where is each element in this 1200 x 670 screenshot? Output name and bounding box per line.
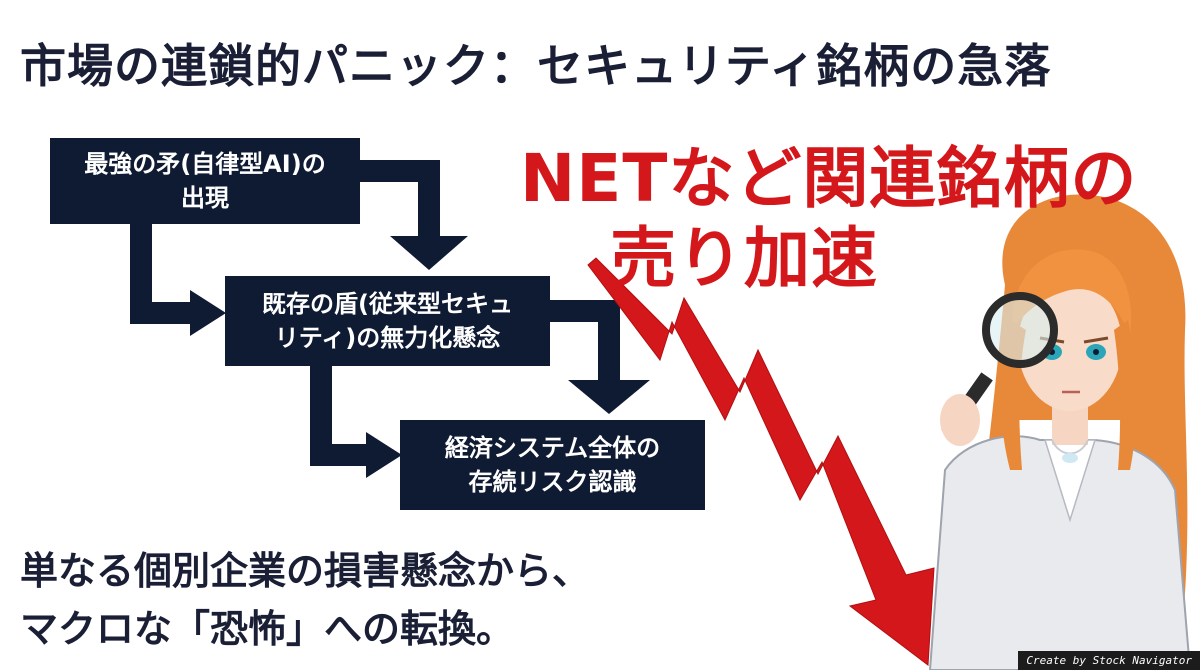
summary-line-2: マクロな「恐怖」への転換。 <box>20 607 515 651</box>
flow-step-2: 既存の盾(従来型セキュ リティ)の無力化懸念 <box>225 276 550 366</box>
callout-line-1: NETなど関連銘柄の <box>520 140 1138 217</box>
flow-step-1-line-2: 出現 <box>181 184 229 212</box>
flow-step-1: 最強の矛(自律型AI)の 出現 <box>50 138 360 224</box>
downtrend-arrow <box>587 257 935 666</box>
connector-arrow-3 <box>550 300 650 414</box>
woman-illustration <box>928 194 1192 670</box>
flow-step-3-line-2: 存続リスク認識 <box>468 468 637 496</box>
flow-step-1-line-1: 最強の矛(自律型AI)の <box>84 150 326 178</box>
connector-arrow-2 <box>130 224 226 336</box>
page-title: 市場の連鎖的パニック：セキュリティ銘柄の急落 <box>20 39 1052 93</box>
credit-label: Create by Stock Navigator <box>1018 651 1200 670</box>
connector-arrow-4 <box>310 366 402 478</box>
flow-step-3: 経済システム全体の 存続リスク認識 <box>400 420 705 510</box>
flow-step-3-line-1: 経済システム全体の <box>444 434 661 462</box>
flow-step-2-line-2: リティ)の無力化懸念 <box>274 324 501 352</box>
callout-line-2: 売り加速 <box>610 220 878 297</box>
flow-step-2-line-1: 既存の盾(従来型セキュ <box>262 290 513 318</box>
summary-line-1: 単なる個別企業の損害懸念から、 <box>20 549 591 593</box>
connector-arrow-1 <box>360 160 468 270</box>
